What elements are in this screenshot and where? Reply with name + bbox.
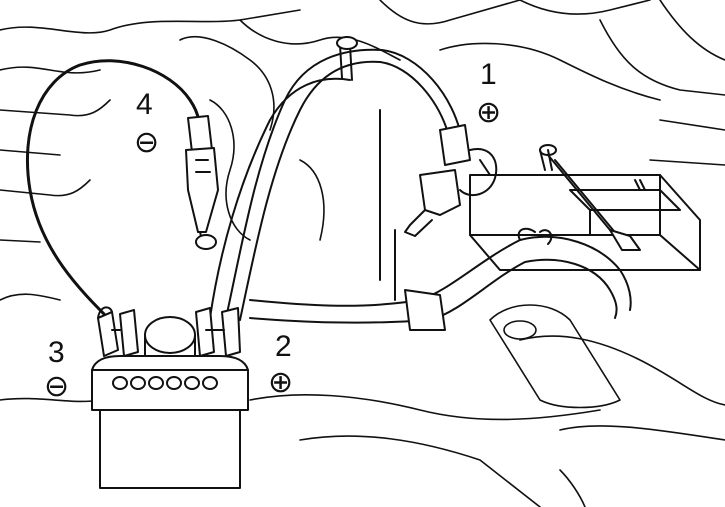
label-2-number: 2 — [275, 330, 292, 363]
positive-jumper-cable — [209, 36, 463, 321]
label-4-minus-icon: ⊖ — [134, 125, 160, 160]
clamp-ground-negative — [185, 115, 219, 250]
label-1-number: 1 — [480, 58, 497, 91]
label-3-number: 3 — [48, 336, 65, 369]
label-1-plus-icon: ⊕ — [476, 95, 502, 130]
label-2-plus-icon: ⊕ — [268, 365, 294, 400]
negative-jumper-cable — [25, 59, 201, 322]
label-3-minus-icon: ⊖ — [44, 369, 70, 404]
booster-battery — [91, 316, 249, 489]
clamps-booster-terminals — [97, 306, 241, 357]
vehicle-battery — [469, 144, 701, 271]
clamp-vehicle-positive — [404, 124, 498, 237]
engine-hoses — [249, 109, 632, 331]
label-4-number: 4 — [136, 88, 153, 121]
